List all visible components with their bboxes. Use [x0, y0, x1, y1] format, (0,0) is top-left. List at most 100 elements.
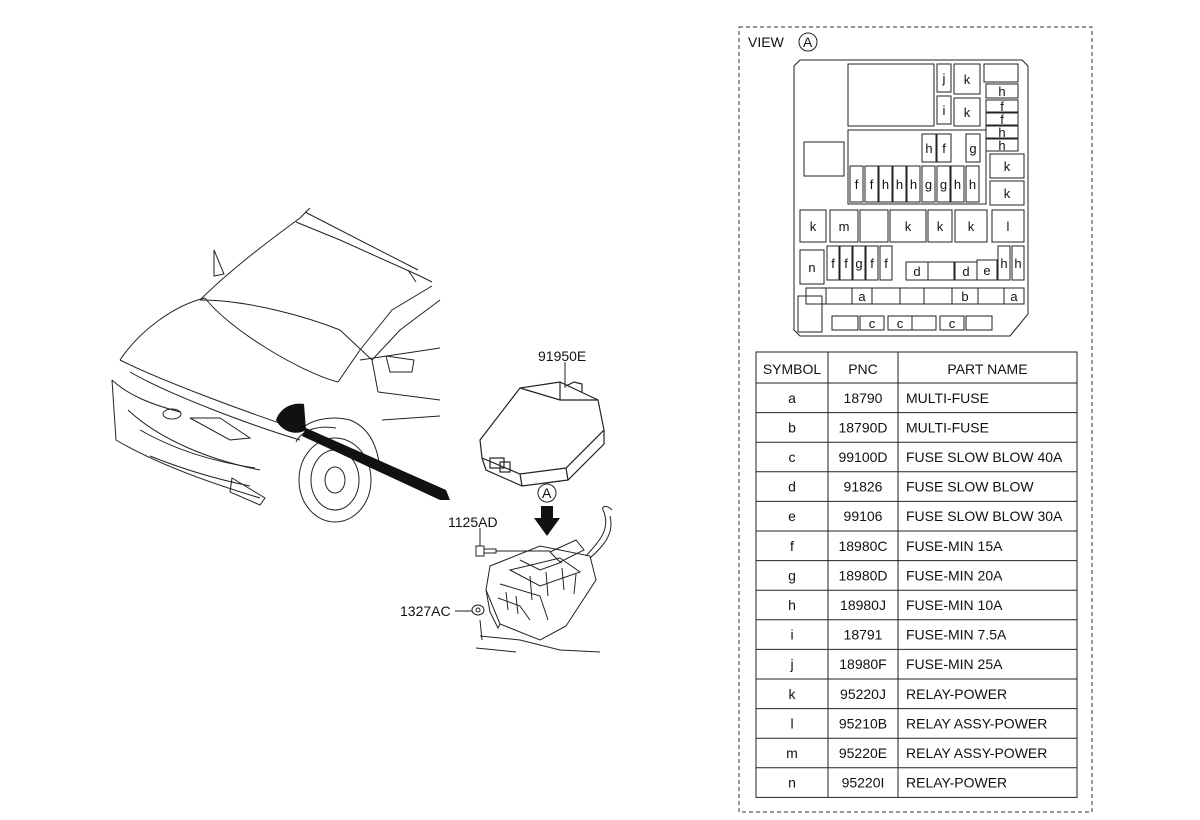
fuse-slot [989, 153, 1025, 179]
table-cell-symbol: f [790, 538, 794, 554]
fuse-slot [826, 245, 840, 281]
fuse-slot-symbol: g [925, 177, 932, 192]
fuse-slot-symbol: k [905, 219, 912, 234]
fuse-slot-symbol: c [897, 316, 904, 331]
fuse-slot [849, 165, 864, 203]
fuse-slot [1011, 245, 1025, 281]
table-cell-part-name: FUSE-MIN 10A [906, 597, 1003, 613]
fuse-slot [954, 209, 988, 243]
table-cell-part-name: RELAY ASSY-POWER [906, 745, 1047, 761]
fuse-slot-symbol: f [870, 256, 874, 271]
fuse-slot [991, 209, 1025, 243]
fuse-slot-symbol: j [942, 71, 946, 86]
fuse-slot [839, 245, 853, 281]
fuse-slot-symbol: l [1007, 219, 1010, 234]
fuse-slot-empty [977, 287, 1005, 305]
fuse-slot [906, 165, 921, 203]
fuse-slot-symbol: k [1004, 186, 1011, 201]
table-cell-symbol: c [789, 449, 796, 465]
fuse-slot-symbol: f [1000, 112, 1004, 127]
fuse-slot [985, 112, 1019, 126]
fuse-slot-symbol: f [942, 141, 946, 156]
table-cell-symbol: k [789, 686, 797, 702]
fuse-slot-empty [805, 287, 827, 305]
fuse-slot-empty [859, 209, 889, 243]
table-frame [755, 351, 1078, 798]
fuse-slot-symbol: n [808, 260, 815, 275]
fuse-slot-symbol: g [855, 256, 862, 271]
fuse-slot-symbol: h [896, 177, 903, 192]
table-header-symbol: SYMBOL [763, 361, 822, 377]
nut-part-label: 1327AC [400, 603, 451, 619]
table-cell-part-name: FUSE-MIN 15A [906, 538, 1003, 554]
fuse-slot-symbol: f [870, 177, 874, 192]
fuse-slot [892, 165, 907, 203]
table-cell-part-name: RELAY-POWER [906, 775, 1007, 791]
fuse-slot-symbol: e [983, 263, 990, 278]
view-marker-letter: A [803, 34, 813, 50]
fusebox-location-marker [276, 403, 306, 433]
fuse-slot [985, 99, 1019, 113]
fusebox-layout [793, 59, 1029, 337]
fuse-slot-symbol: h [969, 177, 976, 192]
fuse-slot-symbol: h [998, 125, 1005, 140]
fuse-slot-symbol: i [943, 103, 946, 118]
view-a-arrow: A [534, 483, 560, 536]
fuse-slot-symbol: b [961, 289, 968, 304]
fuse-slot [950, 165, 965, 203]
view-a-panel [738, 26, 1093, 813]
view-label: VIEW [748, 34, 785, 50]
fusebox-cover [479, 381, 605, 487]
fuse-slot [865, 245, 879, 281]
fuse-slot-symbol: f [884, 256, 888, 271]
fuse-slot [953, 63, 981, 95]
fuse-slot-symbol: c [949, 316, 956, 331]
table-cell-symbol: b [788, 419, 796, 435]
fuse-slot [997, 245, 1011, 281]
fuse-slot-empty [825, 287, 853, 305]
fuse-slot-symbol: k [964, 72, 971, 87]
fuse-slot [829, 209, 859, 243]
fuse-slot [989, 180, 1025, 206]
fuse-slot-empty [871, 287, 901, 305]
table-cell-symbol: h [788, 597, 796, 613]
view-a-arrow-marker: A [542, 485, 552, 501]
table-cell-pnc: 99100D [838, 449, 887, 465]
table-cell-symbol: a [788, 390, 796, 406]
table-cell-pnc: 95220E [839, 745, 887, 761]
fuse-slot [859, 315, 885, 331]
table-cell-pnc: 18980J [840, 597, 886, 613]
fuse-slot [799, 209, 827, 243]
nut-1327ac [471, 604, 485, 616]
fuse-slot-symbol: h [1014, 256, 1021, 271]
fuse-slot-empty [923, 287, 953, 305]
fuse-slot [965, 133, 981, 163]
fuse-slot-empty [965, 315, 993, 331]
fuse-slot [936, 133, 952, 163]
fuse-slot [852, 245, 866, 281]
fuse-slot-symbol: a [1010, 289, 1018, 304]
fuse-slot-symbol: f [831, 256, 835, 271]
fuse-slot [921, 165, 936, 203]
fuse-slot-symbol: a [858, 289, 866, 304]
fuse-slot [965, 165, 980, 203]
table-cell-symbol: i [790, 627, 793, 643]
table-header-pnc: PNC [848, 361, 878, 377]
table-cell-part-name: FUSE-MIN 7.5A [906, 627, 1007, 643]
fuse-slot [936, 95, 952, 125]
table-cell-pnc: 95220J [840, 686, 886, 702]
fuse-slot-symbol: g [969, 141, 976, 156]
table-cell-pnc: 18790 [844, 390, 883, 406]
fuse-slot [878, 165, 893, 203]
bolt-1125ad [475, 545, 550, 557]
fuse-slot [936, 63, 952, 93]
table-cell-part-name: FUSE SLOW BLOW 30A [906, 508, 1063, 524]
cover-part-label: 91950E [538, 348, 586, 364]
table-cell-pnc: 91826 [844, 479, 883, 495]
fuse-slot [879, 245, 893, 281]
table-cell-part-name: FUSE SLOW BLOW [906, 479, 1034, 495]
view-marker-circle [798, 32, 818, 52]
